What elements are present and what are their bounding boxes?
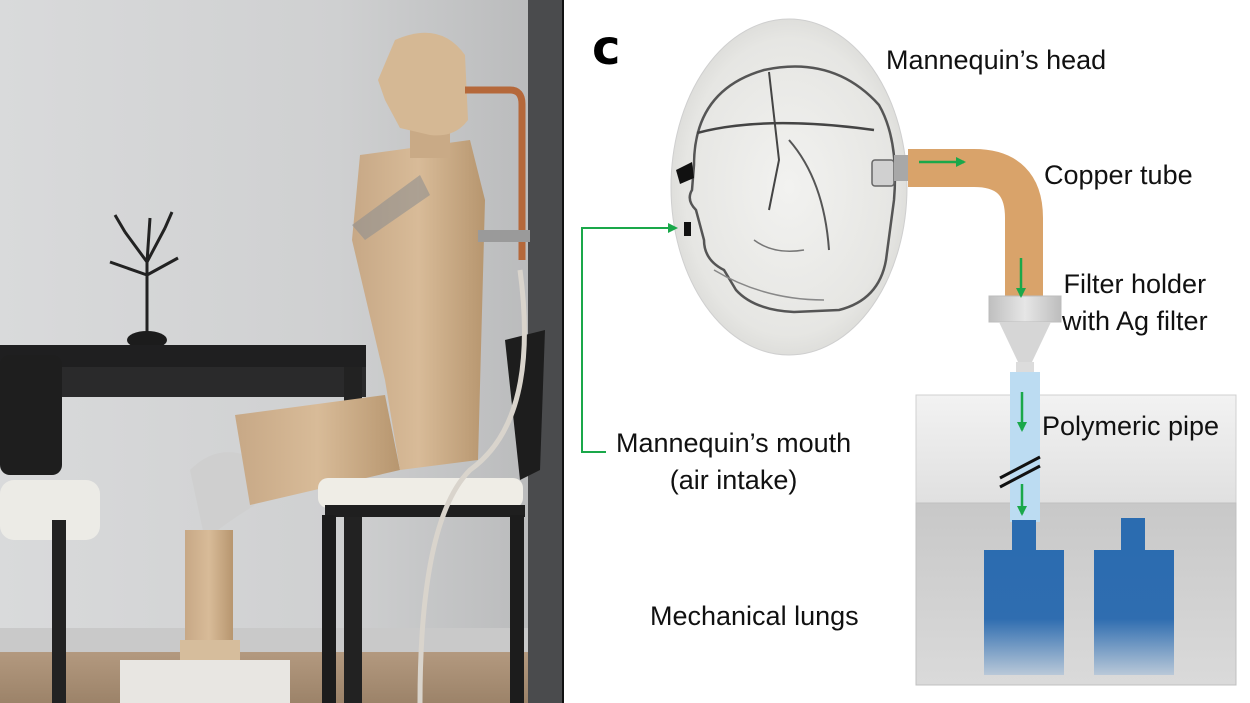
upper-chamber [915, 394, 1237, 504]
label-copper-tube: Copper tube [1044, 160, 1193, 190]
label-mechanical-lungs: Mechanical lungs [650, 601, 859, 631]
mannequin-head [378, 32, 468, 136]
label-mannequin-mouth: Mannequin’s mouth (air intake) [616, 425, 851, 499]
label-filter-line1: Filter holder [1063, 269, 1207, 299]
copper-tube [908, 149, 1043, 300]
schematic-diagram: c Mannequin’s head Copper tube Filter ho… [564, 0, 1250, 703]
polymeric-pipe [1010, 372, 1040, 522]
label-mouth-line2: (air intake) [669, 465, 798, 495]
flow-arrows [919, 157, 1027, 516]
table-top [0, 345, 366, 367]
schematic-graphics [581, 18, 1237, 686]
left-chair [0, 355, 100, 703]
mannequin-head-sketch [670, 18, 908, 356]
panel-letter: c [592, 20, 621, 76]
lung-chamber [915, 502, 1237, 686]
label-mouth-line1: Mannequin’s mouth [616, 428, 852, 458]
photo-illustration [0, 0, 562, 703]
filter-holder [988, 295, 1062, 374]
mechanical-lung-left [984, 520, 1064, 675]
label-polymeric-pipe: Polymeric pipe [1042, 411, 1220, 441]
label-filter-holder: Filter holder with Ag filter [1062, 266, 1208, 340]
panel-divider [562, 0, 564, 703]
label-mannequin-head: Mannequin’s head [886, 45, 1107, 75]
decorative-tree [109, 211, 179, 335]
mouth-leader-line [581, 223, 678, 453]
photo-copper-tube [465, 86, 526, 260]
right-chair [318, 330, 545, 703]
mannequin-photo [0, 0, 562, 703]
mechanical-lung-right [1094, 518, 1174, 675]
pipe-break-mark [999, 455, 1041, 489]
label-filter-line2: with Ag filter [1062, 306, 1208, 336]
